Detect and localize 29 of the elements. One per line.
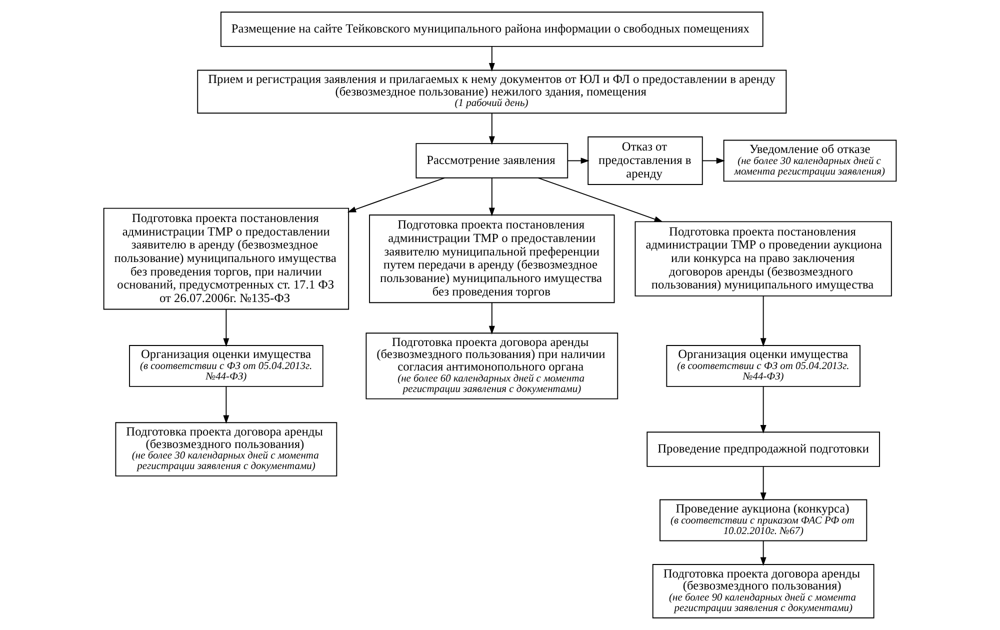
arrow [223,308,230,347]
node-box: Подготовка проекта договора аренды (безвозмездного пользования) (не более 30 календарных дней с момента регистрации заявления с документами) [115,422,338,476]
arrow [347,177,446,212]
node-box: Организация оценки имущества (в соответствии с ФЗ от 05.04.2013г. №44-ФЗ) [666,345,860,387]
node-box: Организация оценки имущества (в соответствии с ФЗ от 05.04.2013г. №44-ФЗ) [129,345,324,387]
arrow [702,158,725,164]
arrow [760,296,766,347]
arrow [488,302,495,335]
arrow [567,158,590,164]
node-box: Подготовка проекта постановления администрации ТМР о проведении аукциона или конкурса на право заключения договоров аренды (безвозмездного пользования) муниципального имущества [634,221,892,296]
node-box: Уведомление об отказе (не более 30 календарных дней с момента регистрации заявления) [723,140,897,182]
node-box: Подготовка проекта постановления администрации ТМР о предоставлении заявителю муниципальной преференции путем передачи в аренду (безвозмездное пользование) муниципального имущества без проведения торгов [369,214,615,304]
arrow [538,177,663,222]
arrow [760,466,766,502]
arrow [760,540,766,566]
arrow [488,178,495,216]
node-box: Отказ от предоставления в аренду [588,136,703,185]
node-box: Подготовка проекта договора аренды (безвозмездного пользования) при наличии согласия антимонопольного органа (не более 60 календарных дней с момента регистрации заявления с документами) [366,332,618,400]
arrow [223,386,230,424]
arrow [760,386,766,434]
node-box: Размещение на сайте Тейковского муниципального района информации о свободных помещениях [220,12,764,47]
node-box: Прием и регистрация заявления и прилагаемых к нему документов от ЮЛ и ФЛ о предоставлении в аренду (безвозмездное пользование) нежилого здания, помещения (1 рабочий день) [197,70,787,114]
arrow [488,46,495,72]
node-box: Проведение аукциона (конкурса) (в соответствии с приказом ФАС РФ от 10.02.2010г. №67) [660,499,868,542]
arrow [488,112,495,145]
node-box: Рассмотрение заявления [416,143,568,178]
node-box: Подготовка проекта постановления администрации ТМР о предоставлении заявителю в аренду (безвозмездное пользование) муниципального имущества без проведения торгов, при наличии оснований, предусмотренных ст. 17.1 ФЗ от 26.07.2006г. №135-ФЗ [103,208,350,310]
node-box: Проведение предпродажной подготовки [646,432,880,467]
node-box: Подготовка проекта договора аренды (безвозмездного пользования) (не более 90 календарных дней с момента регистрации заявления с документами) [652,564,874,618]
